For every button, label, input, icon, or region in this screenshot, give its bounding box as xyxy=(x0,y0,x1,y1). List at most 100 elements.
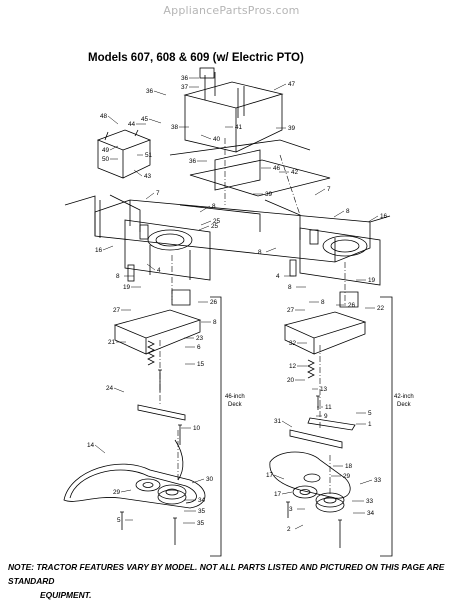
callout-number: 34 xyxy=(198,497,206,504)
note-line-1: NOTE: TRACTOR FEATURES VARY BY MODEL. NO… xyxy=(8,562,445,586)
callout-number: 31 xyxy=(274,418,282,425)
callout-17: 17 xyxy=(266,472,285,480)
callout-8: 8 xyxy=(201,319,217,326)
callout-27: 27 xyxy=(113,307,131,314)
callout-number: 26 xyxy=(210,299,218,306)
callout-29: 29 xyxy=(331,473,351,480)
callout-17: 17 xyxy=(274,491,293,498)
callout-number: 7 xyxy=(327,186,331,193)
callout-41: 41 xyxy=(225,124,243,131)
callout-24: 24 xyxy=(106,385,125,393)
callout-leader xyxy=(281,491,293,495)
callout-leader xyxy=(107,115,119,125)
callout-number: 37 xyxy=(181,84,189,91)
callout-number: 10 xyxy=(193,425,201,432)
callout-4: 4 xyxy=(276,273,294,280)
callout-number: 8 xyxy=(321,299,325,306)
callout-leader xyxy=(153,90,167,96)
callout-36: 36 xyxy=(146,88,167,96)
callout-leader xyxy=(199,205,211,213)
callout-number: 29 xyxy=(113,489,121,496)
callout-number: 21 xyxy=(108,339,116,346)
callout-number: 40 xyxy=(213,136,221,143)
callout-45: 45 xyxy=(141,116,162,124)
callout-13: 13 xyxy=(312,386,328,393)
callout-leader xyxy=(314,188,326,196)
callout-number: 36 xyxy=(181,75,189,82)
callout-25: 25 xyxy=(198,223,219,231)
callout-number: 25 xyxy=(213,218,221,225)
callout-3: 3 xyxy=(289,506,305,513)
callout-8: 8 xyxy=(258,247,277,256)
callout-26: 26 xyxy=(336,302,356,309)
callout-number: 22 xyxy=(377,305,385,312)
callout-leader xyxy=(294,524,304,530)
callout-number: 23 xyxy=(196,335,204,342)
callout-50: 50 xyxy=(102,156,118,163)
callout-9: 9 xyxy=(316,413,328,420)
callout-leader xyxy=(265,247,277,253)
callout-8: 8 xyxy=(116,273,134,280)
callout-8: 8 xyxy=(199,203,216,213)
callout-34: 34 xyxy=(353,510,375,517)
callout-47: 47 xyxy=(273,81,296,91)
callout-14: 14 xyxy=(87,442,106,454)
callout-6: 6 xyxy=(185,344,201,351)
callout-34: 34 xyxy=(184,497,206,504)
footer-note: NOTE: TRACTOR FEATURES VARY BY MODEL. NO… xyxy=(8,560,458,602)
callout-5: 5 xyxy=(356,410,372,417)
callout-7: 7 xyxy=(314,186,331,196)
callout-number: 27 xyxy=(113,307,121,314)
callout-39: 39 xyxy=(253,191,273,198)
callout-4: 4 xyxy=(146,263,161,274)
callout-number: 24 xyxy=(106,385,114,392)
callout-leader xyxy=(200,220,212,226)
callout-leader xyxy=(94,444,106,454)
callout-number: 8 xyxy=(213,319,217,326)
callout-21: 21 xyxy=(108,339,126,346)
callout-22: 22 xyxy=(365,305,385,312)
callout-number: 35 xyxy=(198,508,206,515)
callout-number: 33 xyxy=(366,498,374,505)
callout-number: 8 xyxy=(258,249,262,256)
callout-35: 35 xyxy=(184,508,206,515)
callout-number: 36 xyxy=(146,88,154,95)
callout-43: 43 xyxy=(133,169,152,180)
callout-leader xyxy=(146,263,156,271)
deck-42-line2: Deck xyxy=(397,402,412,408)
callout-number: 11 xyxy=(325,404,332,411)
callout-32: 32 xyxy=(289,340,307,347)
callout-number: 38 xyxy=(171,124,179,131)
note-line-2: EQUIPMENT. xyxy=(40,590,92,600)
callout-number: 50 xyxy=(102,156,110,163)
callout-19: 19 xyxy=(123,284,141,291)
callout-number: 44 xyxy=(128,121,136,128)
callout-number: 1 xyxy=(368,421,372,428)
callout-number: 15 xyxy=(197,361,205,368)
callout-51: 51 xyxy=(137,152,153,159)
deck-46-line2: Deck xyxy=(228,402,243,408)
deck-46-line1: 46-inch xyxy=(225,394,245,400)
callout-5: 5 xyxy=(117,517,133,524)
callout-leader xyxy=(145,192,155,200)
callout-leader xyxy=(102,245,114,251)
callout-8: 8 xyxy=(333,208,350,218)
callout-number: 29 xyxy=(343,473,351,480)
callout-number: 16 xyxy=(380,213,388,220)
callout-number: 19 xyxy=(368,277,376,284)
deck-labels: 46-inch Deck 42-inch Deck xyxy=(225,394,414,408)
callout-30: 30 xyxy=(191,476,214,484)
callout-29: 29 xyxy=(113,489,132,496)
callout-1: 1 xyxy=(356,421,372,428)
callout-leader xyxy=(273,474,285,480)
callout-number: 17 xyxy=(266,472,274,479)
callout-number: 19 xyxy=(123,284,131,291)
callout-number: 5 xyxy=(368,410,372,417)
callout-46: 46 xyxy=(261,165,281,172)
callout-number: 4 xyxy=(157,267,161,274)
callout-number: 7 xyxy=(156,190,160,197)
callout-number: 8 xyxy=(288,284,292,291)
callout-number: 45 xyxy=(141,116,149,123)
